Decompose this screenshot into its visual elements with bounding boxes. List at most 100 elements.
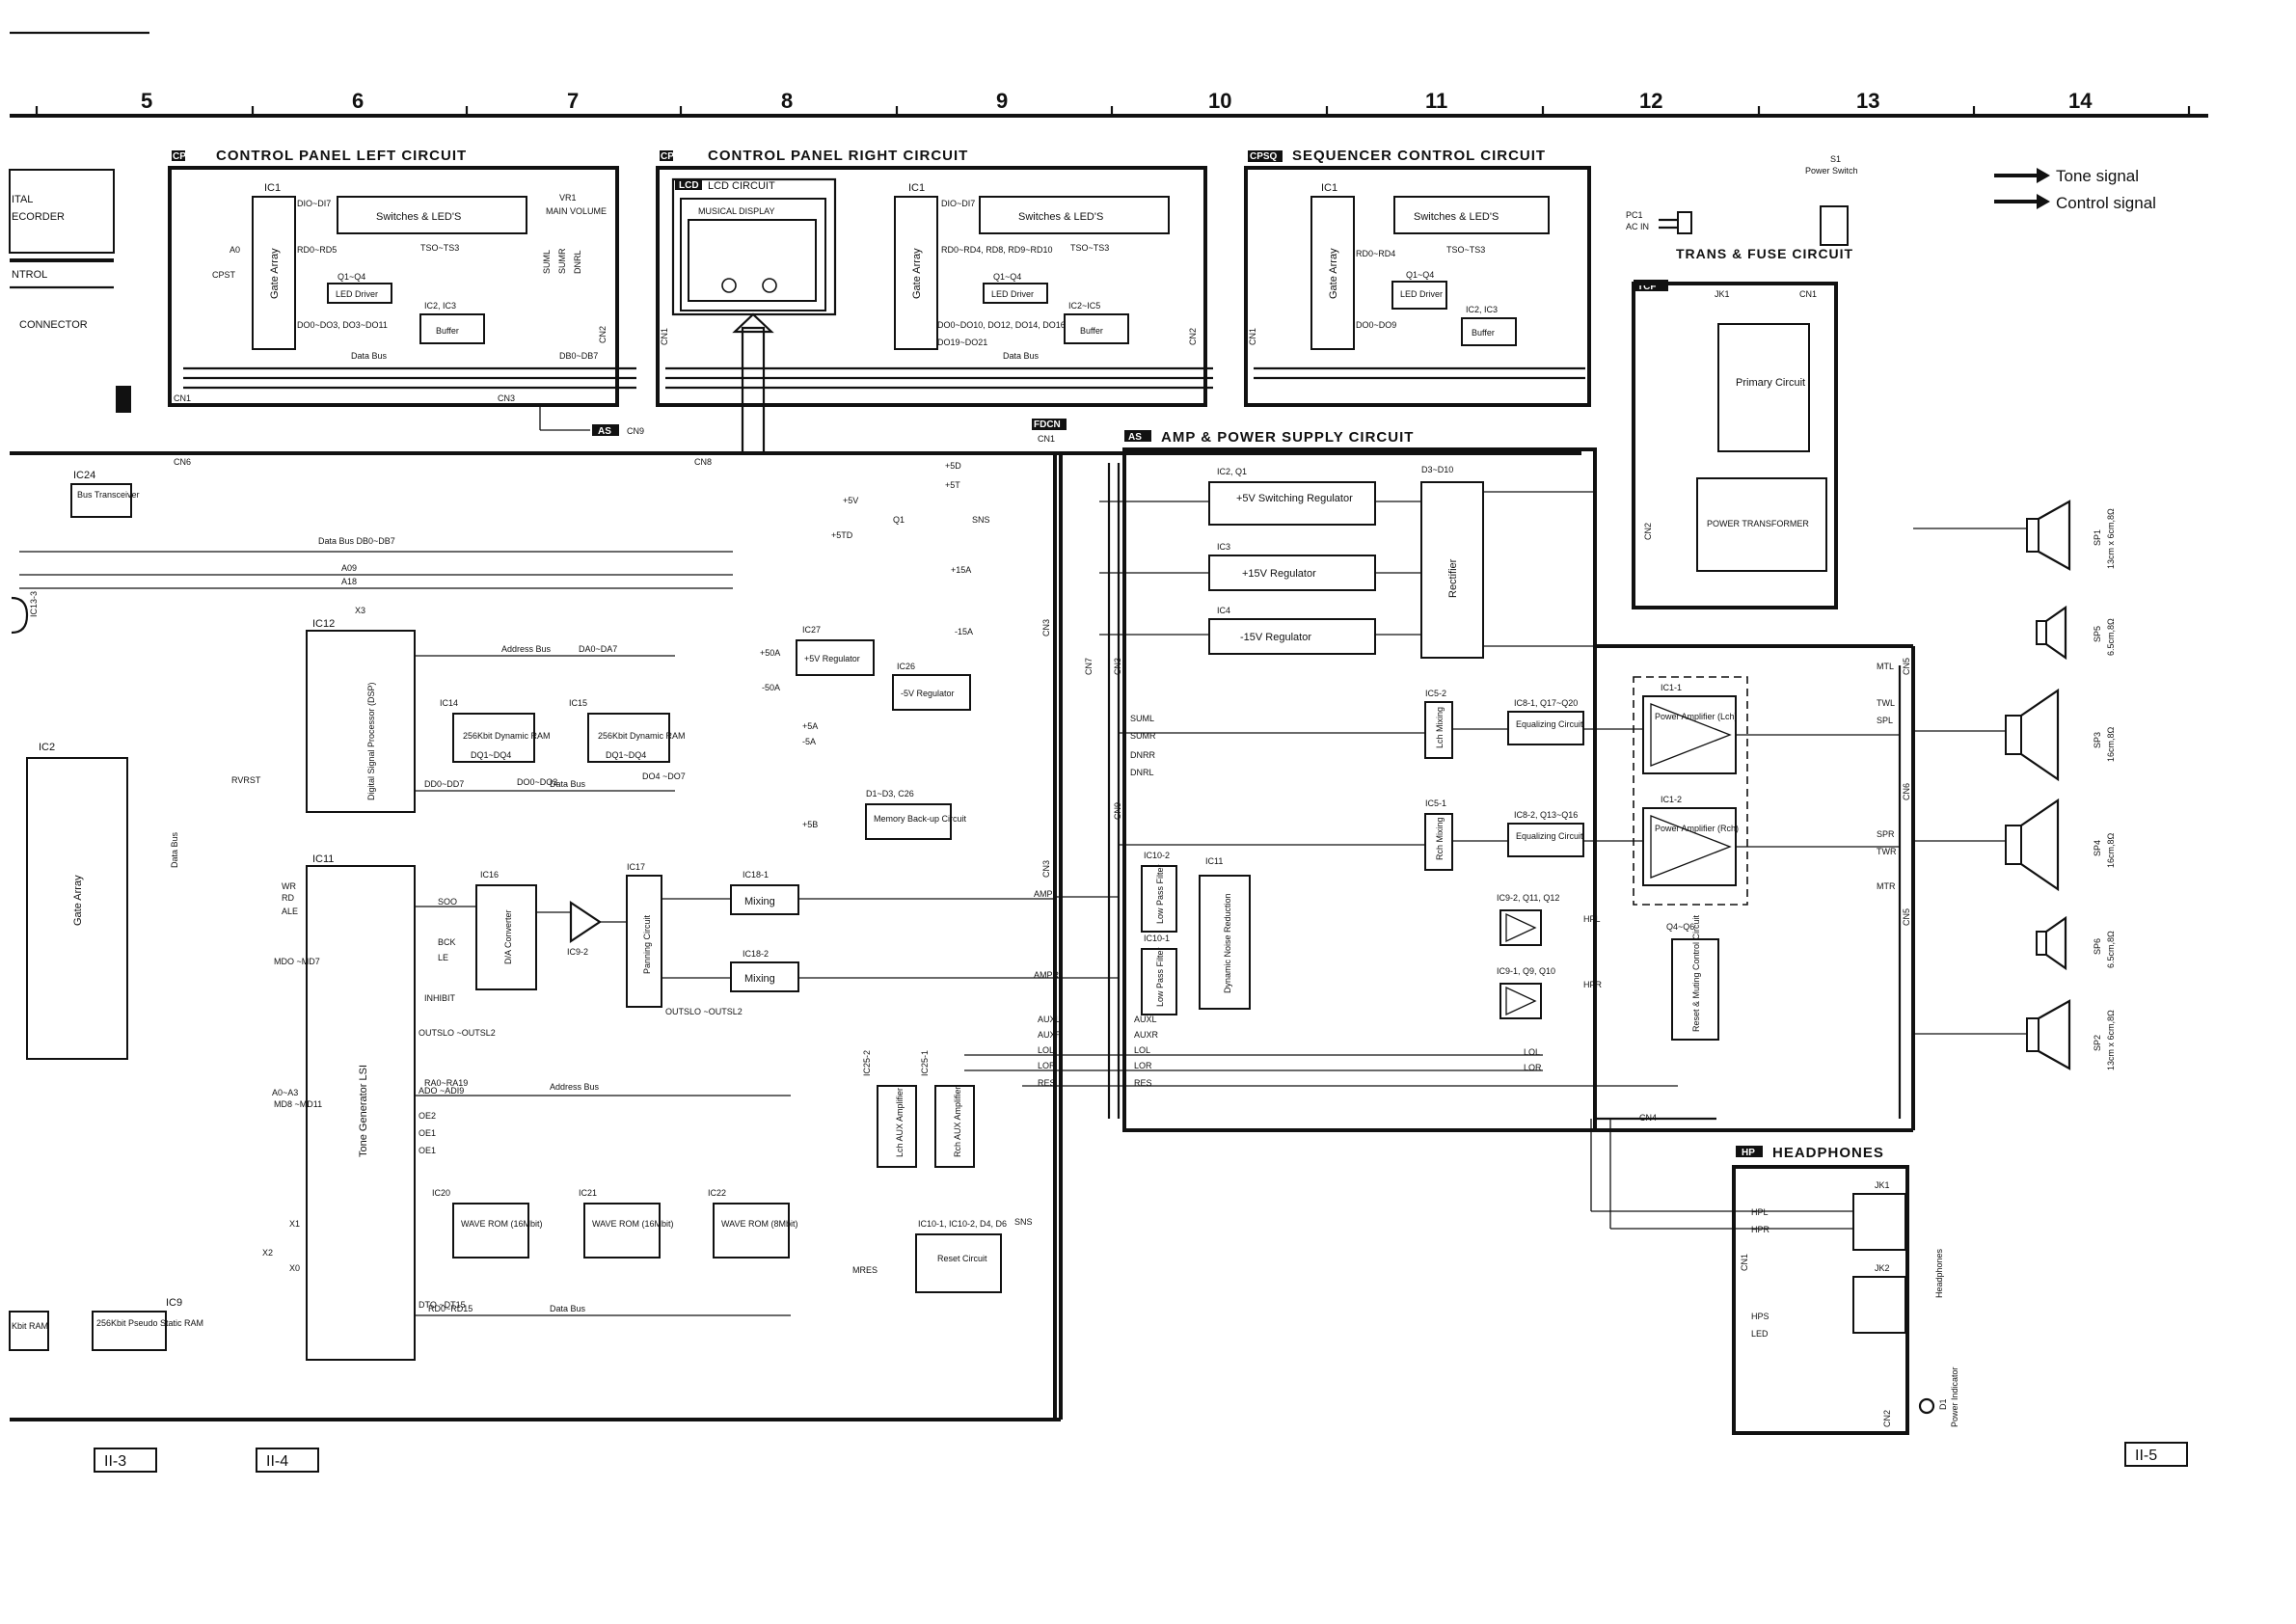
- svg-text:Reset Circuit: Reset Circuit: [937, 1254, 987, 1263]
- svg-text:SUML: SUML: [542, 250, 552, 274]
- svg-text:HP: HP: [1742, 1148, 1755, 1158]
- svg-text:+50A: +50A: [760, 648, 780, 658]
- svg-text:LOR: LOR: [1038, 1061, 1056, 1070]
- label-ntrol: NTROL: [12, 269, 47, 281]
- svg-text:-5A: -5A: [802, 737, 816, 746]
- svg-text:Mixing: Mixing: [744, 896, 775, 907]
- svg-text:CN3: CN3: [498, 393, 515, 403]
- svg-text:DNRL: DNRL: [1130, 768, 1154, 777]
- svg-text:RVRST: RVRST: [231, 775, 261, 785]
- svg-text:MD8 ~MD11: MD8 ~MD11: [274, 1099, 322, 1109]
- column-number: 8: [781, 89, 793, 113]
- svg-text:6.5cm,8Ω: 6.5cm,8Ω: [2106, 931, 2116, 968]
- pseudo-ram-block: [92, 1311, 167, 1351]
- svg-text:Panning Circuit: Panning Circuit: [642, 914, 652, 974]
- kbit-ram-label: Kbit RAM: [12, 1321, 48, 1331]
- svg-text:LOR: LOR: [1134, 1061, 1152, 1070]
- svg-text:DA0~DA7: DA0~DA7: [579, 644, 617, 654]
- svg-text:IC5-1: IC5-1: [1425, 798, 1446, 808]
- speaker-icon: [2026, 1017, 2039, 1052]
- svg-text:TSO~TS3: TSO~TS3: [1070, 243, 1109, 253]
- svg-text:Power Switch: Power Switch: [1805, 166, 1858, 176]
- svg-text:CN5: CN5: [1902, 658, 1911, 675]
- svg-text:256Kbit Dynamic RAM: 256Kbit Dynamic RAM: [463, 731, 551, 741]
- column-number: 11: [1425, 89, 1447, 113]
- svg-text:SUMR: SUMR: [557, 248, 567, 274]
- svg-text:OUTSLO ~OUTSL2: OUTSLO ~OUTSL2: [665, 1007, 743, 1016]
- svg-text:CN2: CN2: [1882, 1410, 1892, 1427]
- svg-text:IC10-1, IC10-2, D4, D6: IC10-1, IC10-2, D4, D6: [918, 1219, 1007, 1229]
- svg-text:Data Bus: Data Bus: [351, 351, 388, 361]
- svg-text:SP6: SP6: [2093, 938, 2102, 955]
- page-numbers: II-3 II-4 II-5: [94, 1442, 2188, 1473]
- svg-text:DB0~DB7: DB0~DB7: [559, 351, 598, 361]
- svg-text:CN8: CN8: [694, 457, 712, 467]
- svg-text:CN2: CN2: [598, 326, 608, 343]
- svg-text:ADO ~ADI9: ADO ~ADI9: [419, 1086, 464, 1096]
- svg-text:IC27: IC27: [802, 625, 821, 635]
- svg-text:CPR: CPR: [661, 151, 682, 162]
- svg-text:Gate Array: Gate Array: [1328, 248, 1339, 299]
- svg-text:Q1~Q4: Q1~Q4: [993, 272, 1021, 282]
- svg-text:Lch AUX Amplifier: Lch AUX Amplifier: [895, 1088, 905, 1157]
- svg-text:Gate Array: Gate Array: [911, 248, 923, 299]
- svg-text:IC3: IC3: [1217, 542, 1230, 552]
- svg-text:AMPL: AMPL: [1034, 889, 1058, 899]
- svg-text:IC14: IC14: [440, 698, 458, 708]
- svg-text:HPR: HPR: [1583, 980, 1603, 989]
- svg-text:Reset & Muting Control Circuit: Reset & Muting Control Circuit: [1691, 914, 1701, 1032]
- svg-text:IC15: IC15: [569, 698, 587, 708]
- cpr-frame: [656, 166, 1207, 407]
- svg-text:IC2~IC5: IC2~IC5: [1068, 301, 1100, 311]
- svg-text:Rch AUX Amplifier: Rch AUX Amplifier: [953, 1086, 962, 1157]
- svg-text:+5D: +5D: [945, 461, 961, 471]
- svg-text:AUXR: AUXR: [1038, 1030, 1063, 1040]
- svg-text:CN1: CN1: [1038, 434, 1055, 444]
- speaker-icon: [2036, 620, 2047, 645]
- svg-text:LED Driver: LED Driver: [336, 289, 378, 299]
- svg-text:LOL: LOL: [1524, 1047, 1540, 1057]
- dram-ic14: [452, 713, 535, 763]
- svg-text:DO0~DO3: DO0~DO3: [517, 777, 557, 787]
- svg-text:X0: X0: [289, 1263, 300, 1273]
- svg-text:D1: D1: [1938, 1398, 1948, 1410]
- svg-text:Low Pass Filter: Low Pass Filter: [1155, 947, 1165, 1007]
- cpl-title: CONTROL PANEL LEFT CIRCUIT: [216, 148, 467, 164]
- ic2-ref: IC2: [39, 742, 55, 753]
- cpr-gate-array: [894, 196, 938, 350]
- svg-text:Buffer: Buffer: [1080, 326, 1103, 336]
- svg-text:13cm x 6cm,8Ω: 13cm x 6cm,8Ω: [2106, 508, 2116, 569]
- svg-text:SP5: SP5: [2093, 626, 2102, 642]
- svg-text:RD: RD: [282, 893, 294, 903]
- svg-text:-15A: -15A: [955, 627, 973, 636]
- svg-text:RA0~RA19: RA0~RA19: [424, 1078, 468, 1088]
- svg-text:Data Bus: Data Bus: [550, 779, 586, 789]
- svg-text:LCD: LCD: [679, 180, 699, 191]
- svg-text:AS: AS: [598, 426, 611, 437]
- svg-text:TSO~TS3: TSO~TS3: [1446, 245, 1485, 255]
- svg-text:MAIN VOLUME: MAIN VOLUME: [546, 206, 607, 216]
- svg-text:POWER TRANSFORMER: POWER TRANSFORMER: [1707, 519, 1809, 528]
- svg-text:SNS: SNS: [972, 515, 990, 525]
- svg-text:IC1: IC1: [908, 182, 925, 194]
- svg-text:A18: A18: [341, 577, 357, 586]
- svg-text:RES: RES: [1038, 1078, 1056, 1088]
- speaker-sp1: SP1 13cm x 6cm,8Ω: [1913, 500, 2116, 571]
- svg-text:IC2, Q1: IC2, Q1: [1217, 467, 1247, 476]
- column-numbers: 5 6 7 8 9 10 11 12 13 14: [141, 89, 2093, 113]
- svg-text:Primary Circuit: Primary Circuit: [1736, 377, 1805, 389]
- svg-text:-50A: -50A: [762, 683, 780, 692]
- speaker-sp4: SP4 16cm,8Ω: [1913, 798, 2116, 892]
- svg-text:DQ1~DQ4: DQ1~DQ4: [471, 750, 511, 760]
- svg-text:LOL: LOL: [1038, 1045, 1054, 1055]
- svg-text:IC18-1: IC18-1: [743, 870, 769, 880]
- svg-text:MTL: MTL: [1877, 662, 1894, 671]
- svg-text:DQ1~DQ4: DQ1~DQ4: [606, 750, 646, 760]
- svg-text:RD0~RD4: RD0~RD4: [1356, 249, 1395, 258]
- svg-text:CN5: CN5: [1902, 908, 1911, 926]
- svg-text:MDO ~MD7: MDO ~MD7: [274, 957, 320, 966]
- svg-text:MUSICAL DISPLAY: MUSICAL DISPLAY: [698, 206, 775, 216]
- svg-text:16cm,8Ω: 16cm,8Ω: [2106, 726, 2116, 762]
- ac-plug-icon: [1659, 218, 1678, 230]
- svg-text:IC21: IC21: [579, 1188, 597, 1198]
